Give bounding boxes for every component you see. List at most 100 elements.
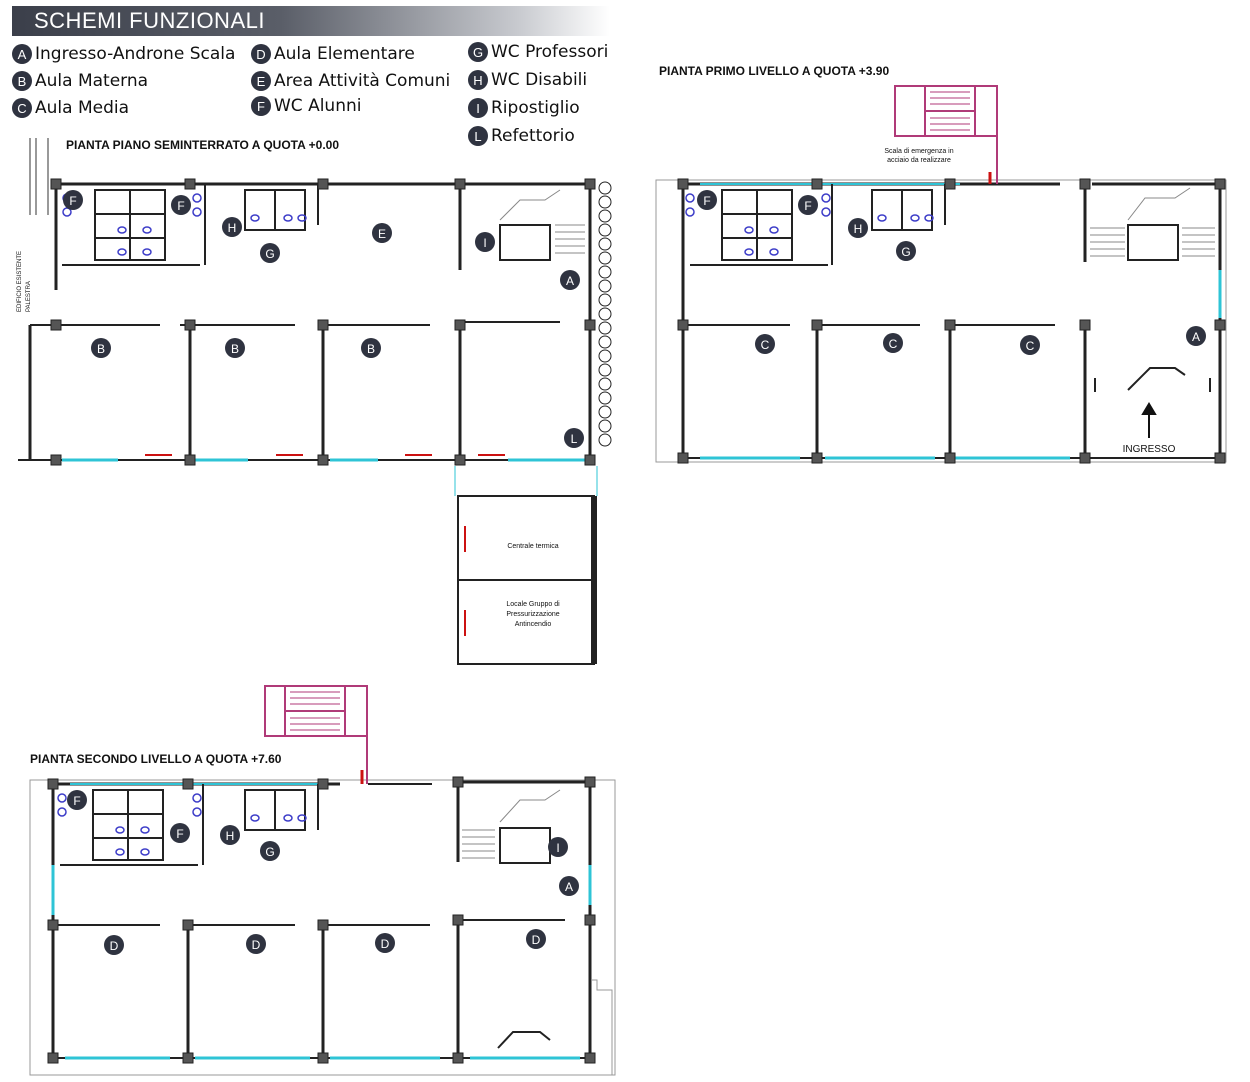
room-label: C <box>1026 339 1035 353</box>
legend-badge: E <box>251 71 271 91</box>
room-label: L <box>571 432 578 446</box>
legend-badge: B <box>12 71 32 91</box>
first-site-outline <box>655 179 1227 463</box>
legend-label: WC Professori <box>491 42 609 62</box>
first-stair <box>1090 187 1215 261</box>
gym-note-line2: PALESTRA <box>26 281 32 312</box>
plan-title-basement: PIANTA PIANO SEMINTERRATO A QUOTA +0.00 <box>66 138 340 152</box>
legend-label: Aula Materna <box>35 71 149 91</box>
room-label: F <box>73 794 80 808</box>
legend-label: Aula Elementare <box>274 44 415 64</box>
room-label: D <box>252 938 261 952</box>
room-label: I <box>556 841 559 855</box>
pump-room-line2: Pressurizzazione <box>506 611 559 618</box>
room-label: A <box>565 880 573 894</box>
legend-label: Area Attività Comuni <box>274 71 451 91</box>
first-room-badges: F F H G C C C A <box>697 190 1206 355</box>
first-wc-stalls <box>721 189 933 261</box>
room-label: F <box>177 199 184 213</box>
basement-room-badges: F F H G E I A B B B L <box>63 190 584 448</box>
first-entrance-door <box>1094 367 1211 392</box>
basement-notes: EDIFICIO ESISTENTE PALESTRA Centrale ter… <box>17 251 560 628</box>
first-columns <box>677 178 1226 464</box>
second-emergency-stair <box>264 685 368 784</box>
legend-badge: I <box>468 98 488 118</box>
basement-stair <box>499 189 585 261</box>
plan-title-first: PIANTA PRIMO LIVELLO A QUOTA +3.90 <box>659 64 890 78</box>
room-label: A <box>1192 330 1200 344</box>
pump-room-line1: Locale Gruppo di <box>506 601 560 608</box>
legend-badge: F <box>251 96 271 116</box>
legend-badge: H <box>468 70 488 90</box>
pump-room-line3: Antincendio <box>515 621 552 628</box>
room-label: H <box>228 221 237 235</box>
room-label: D <box>532 933 541 947</box>
first-emergency-stair <box>894 85 998 184</box>
legend-badge: C <box>12 98 32 118</box>
legend-badge: D <box>251 44 271 64</box>
room-label: B <box>367 342 375 356</box>
room-label: C <box>889 337 898 351</box>
plan-title-second: PIANTA SECONDO LIVELLO A QUOTA +7.60 <box>30 752 282 766</box>
basement-tree-row <box>598 181 612 447</box>
room-label: B <box>97 342 105 356</box>
basement-wc-stalls <box>94 189 306 261</box>
emergency-stair-note-line2: acciaio da realizzare <box>887 157 951 164</box>
room-label: G <box>265 247 274 261</box>
room-label: G <box>265 845 274 859</box>
first-entrance-arrow <box>1141 402 1157 438</box>
basement-plan <box>18 138 612 665</box>
first-wc-fixtures <box>685 193 934 256</box>
legend-label: WC Disabili <box>491 70 588 90</box>
room-label: F <box>69 194 76 208</box>
legend-label: Refettorio <box>491 126 575 146</box>
room-label: F <box>176 827 183 841</box>
room-label: H <box>226 829 235 843</box>
legend-label: WC Alunni <box>274 96 362 116</box>
second-room-badges: F F H G I A D D D D <box>67 790 579 955</box>
room-label: A <box>566 274 574 288</box>
second-south-door <box>497 1031 551 1049</box>
second-plan <box>29 685 616 1076</box>
gym-note-line1: EDIFICIO ESISTENTE <box>17 251 23 312</box>
boiler-room-label: Centrale termica <box>507 543 558 550</box>
legend-label: Ingresso-Androne Scala <box>35 44 236 64</box>
basement-annex <box>454 466 598 665</box>
legend-label: Aula Media <box>35 98 130 118</box>
second-columns <box>47 776 596 1064</box>
legend-badge: A <box>12 44 32 64</box>
room-label: B <box>231 342 239 356</box>
room-label: D <box>110 939 119 953</box>
basement-columns <box>50 178 596 466</box>
room-label: G <box>901 245 910 259</box>
room-label: F <box>703 194 710 208</box>
second-wc-stalls <box>92 789 306 861</box>
second-stair <box>462 789 561 864</box>
room-label: C <box>761 338 770 352</box>
legend-label: Ripostiglio <box>491 98 580 118</box>
room-label: D <box>381 937 390 951</box>
legend-badge: G <box>468 42 488 62</box>
first-plan <box>655 85 1227 464</box>
legend-badge: L <box>468 126 488 146</box>
header-title: SCHEMI FUNZIONALI <box>34 8 265 33</box>
existing-gym-edge <box>29 138 49 215</box>
room-label: E <box>378 227 386 241</box>
room-label: I <box>483 236 486 250</box>
first-notes: Scala di emergenza in acciaio da realizz… <box>884 148 1175 455</box>
second-wc-fixtures <box>57 793 307 856</box>
room-label: H <box>854 222 863 236</box>
room-label: F <box>804 199 811 213</box>
entrance-label: INGRESSO <box>1123 444 1176 455</box>
